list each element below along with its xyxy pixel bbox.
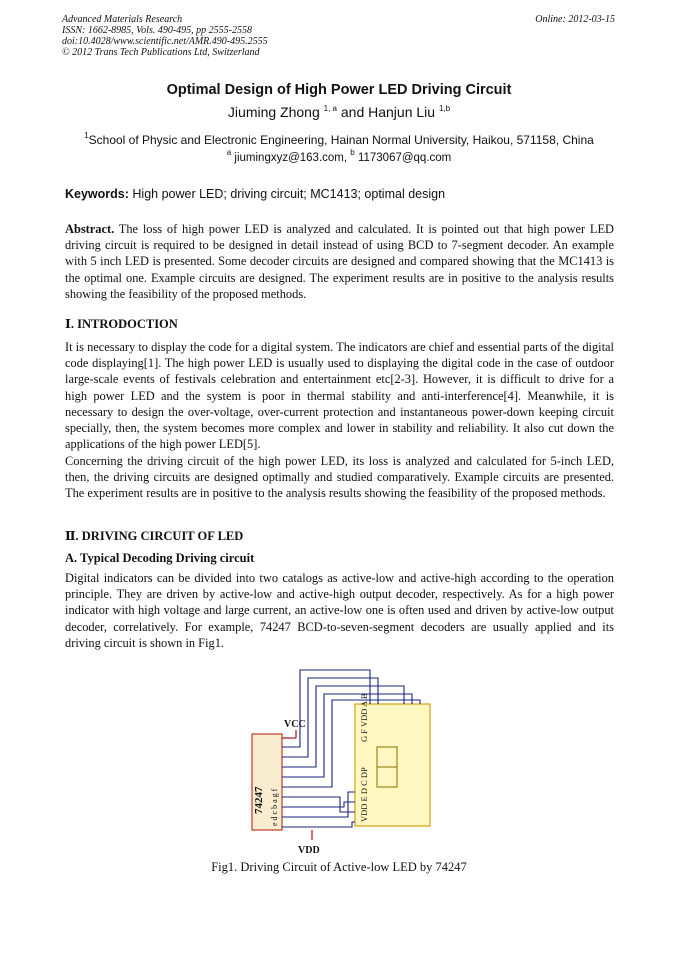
email-a-sup: a [226,148,232,157]
copyright-line: © 2012 Trans Tech Publications Ltd, Swit… [62,47,260,58]
decoder-chip [251,733,283,831]
intro-paragraph-2: Concerning the driving circuit of the hi… [65,454,614,501]
online-date: Online: 2012-03-15 [535,14,615,25]
vcc-label: VCC [284,719,306,730]
chip-pin-labels: e d c b a g f [270,788,279,826]
abstract-label: Abstract. [65,222,115,236]
abstract: Abstract. The loss of high power LED is … [65,221,614,302]
led-display [354,703,431,827]
circuit-schematic: VCC VDD 74247 e d c b a g f G F VDD A B … [251,669,431,856]
author-2-sup: 1,b [438,104,451,113]
figure-1: VCC VDD 74247 e d c b a g f G F VDD A B … [240,662,440,858]
author-line: Jiuming Zhong 1, a and Hanjun Liu 1,b [0,104,678,120]
email-b-sup: b [350,148,355,157]
keywords-line: Keywords: High power LED; driving circui… [65,187,445,201]
led-top-pin-labels: G F VDD A B [359,693,369,742]
doi-line: doi:10.4028/www.scientific.net/AMR.490-4… [62,36,268,47]
subsection-a-heading: A. Typical Decoding Driving circuit [65,551,255,565]
email-b[interactable]: 1173067@qq.com [357,152,452,164]
affiliation: School of Physic and Electronic Engineer… [88,133,594,147]
figure-1-caption: Fig1. Driving Circuit of Active-low LED … [211,860,467,874]
affiliation-line: 1School of Physic and Electronic Enginee… [0,131,678,148]
driving-paragraph-1: Digital indicators can be divided into t… [65,571,614,650]
section-1-heading: Ⅰ. INTRODOCTION [65,317,178,331]
author-1-sup: 1, a [323,104,337,113]
journal-name: Advanced Materials Research [62,14,183,25]
section-2-heading: Ⅱ. DRIVING CIRCUIT OF LED [65,529,244,543]
author-2: Hanjun Liu [368,104,436,120]
keywords-label: Keywords: [65,187,129,201]
chip-label: 74247 [253,786,265,814]
keywords-text: High power LED; driving circuit; MC1413;… [132,187,446,201]
email-line: a jiumingxyz@163.com, b 1173067@qq.com [0,149,678,165]
author-1: Jiuming Zhong [227,104,320,120]
journal-header: Advanced Materials Research ISSN: 1662-8… [62,14,268,58]
author-and: and [340,104,365,120]
abstract-text: The loss of high power LED is analyzed a… [65,222,615,301]
signal-wires [282,669,421,828]
led-bottom-pin-labels: VDD E D C DP [359,767,369,822]
paper-title: Optimal Design of High Power LED Driving… [166,82,512,98]
vdd-label: VDD [298,845,320,856]
affiliation-sup: 1 [84,131,89,140]
issn-line: ISSN: 1662-8985, Vols. 490-495, pp 2555-… [62,25,252,36]
intro-paragraph-1: It is necessary to display the code for … [65,340,614,452]
seven-segment-glyph [376,746,398,788]
email-a[interactable]: jiumingxyz@163.com, [234,152,348,164]
